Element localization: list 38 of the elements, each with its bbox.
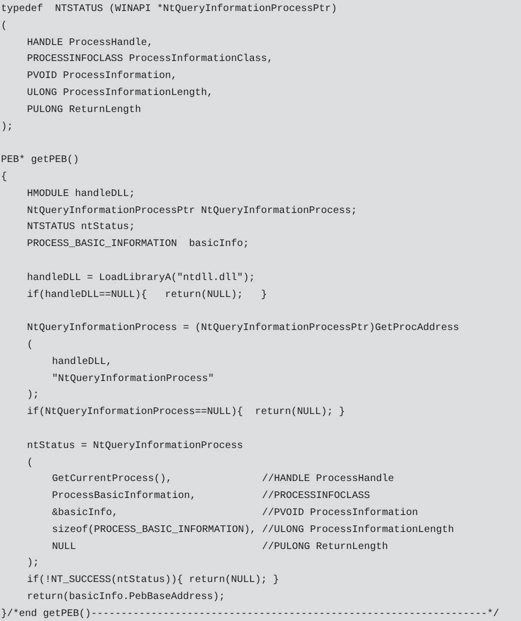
code-line: handleDLL = LoadLibraryA("ntdll.dll");	[27, 272, 256, 286]
code-line: HANDLE ProcessHandle,	[27, 36, 154, 51]
code-line: NtQueryInformationProcess = (NtQueryInformationProcessPtr)GetProcAddress	[27, 322, 460, 336]
code-line: PULONG ReturnLength	[27, 104, 142, 118]
code-line: NULL	[52, 540, 76, 555]
code-line: ntStatus = NtQueryInformationProcess	[27, 440, 244, 454]
code-line: );	[27, 388, 40, 404]
code-line: sizeof(PROCESS_BASIC_INFORMATION),	[52, 524, 256, 538]
code-comment: //PROCESSINFOCLASS	[262, 490, 370, 504]
code-line: GetCurrentProcess(),	[52, 472, 172, 488]
code-line: if(NtQueryInformationProcess==NULL){ return(NULL); }	[27, 406, 346, 420]
code-line: (	[27, 456, 34, 471]
code-line: NtQueryInformationProcessPtr NtQueryInformationProcess;	[27, 204, 358, 219]
code-comment: //ULONG ProcessInformationLength	[262, 524, 454, 538]
code-line: PROCESSINFOCLASS ProcessInformationClass,	[27, 52, 274, 68]
code-line: (	[1, 20, 8, 34]
code-line: "NtQueryInformationProcess"	[52, 372, 214, 387]
code-line: ProcessBasicInformation,	[52, 490, 196, 504]
code-line: HMODULE handleDLL;	[27, 188, 136, 202]
code-line: (	[27, 338, 34, 353]
code-line: NTSTATUS ntStatus;	[27, 221, 136, 236]
code-line: return(basicInfo.PebBaseAddress);	[27, 590, 226, 605]
code-line: if(handleDLL==NULL){ return(NULL); }	[27, 288, 268, 303]
code-comment: //PULONG ReturnLength	[262, 540, 388, 555]
code-line: if(!NT_SUCCESS(ntStatus)){ return(NULL); }	[27, 574, 280, 588]
code-comment: //PVOID ProcessInformation	[262, 506, 418, 521]
code-line: {	[1, 170, 8, 185]
code-line: PVOID ProcessInformation,	[27, 70, 178, 84]
code-line: );	[1, 120, 14, 135]
code-line: PROCESS_BASIC_INFORMATION basicInfo;	[27, 238, 250, 252]
code-line: PEB* getPEB()	[1, 154, 80, 168]
code-line: &basicInfo,	[52, 506, 118, 521]
code-line: ULONG ProcessInformationLength,	[27, 86, 214, 101]
code-line: );	[27, 556, 40, 572]
code-line: }/*end getPEB()------------------------------------------------------------------*/	[1, 608, 500, 621]
code-line: handleDLL,	[52, 356, 112, 370]
code-comment: //HANDLE ProcessHandle	[262, 472, 394, 488]
code-line: typedef NTSTATUS (WINAPI *NtQueryInformationProcessPtr)	[1, 2, 338, 17]
